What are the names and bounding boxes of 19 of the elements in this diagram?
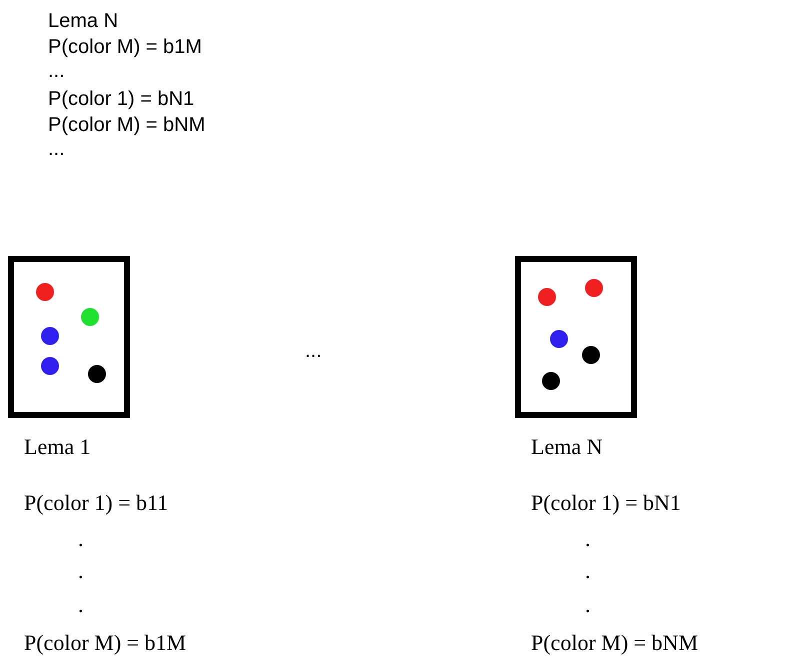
ellipsis-dot: . xyxy=(585,558,590,584)
text-line: Lema N xyxy=(48,9,118,34)
urn-heading: Lema N xyxy=(531,434,602,460)
ellipsis: ... xyxy=(305,339,322,364)
probability-text: P(color 1) = bN1 xyxy=(531,490,681,516)
text-line: P(color M) = b1M xyxy=(48,35,202,60)
ellipsis-dot: . xyxy=(585,526,590,552)
ellipsis-dot: . xyxy=(78,558,84,584)
ellipsis: ... xyxy=(48,59,65,84)
urn-heading: Lema 1 xyxy=(24,434,91,460)
text-line: P(color 1) = bN1 xyxy=(48,87,194,112)
probability-text: P(color M) = b1M xyxy=(24,630,186,656)
probability-text: P(color M) = bNM xyxy=(531,630,698,656)
ellipsis-dot: . xyxy=(585,592,590,618)
ellipsis: ... xyxy=(48,137,65,162)
text-line: P(color M) = bNM xyxy=(48,113,206,138)
ellipsis-dot: . xyxy=(78,592,84,618)
probability-text: P(color 1) = b11 xyxy=(24,490,168,516)
ellipsis-dot: . xyxy=(78,526,84,552)
